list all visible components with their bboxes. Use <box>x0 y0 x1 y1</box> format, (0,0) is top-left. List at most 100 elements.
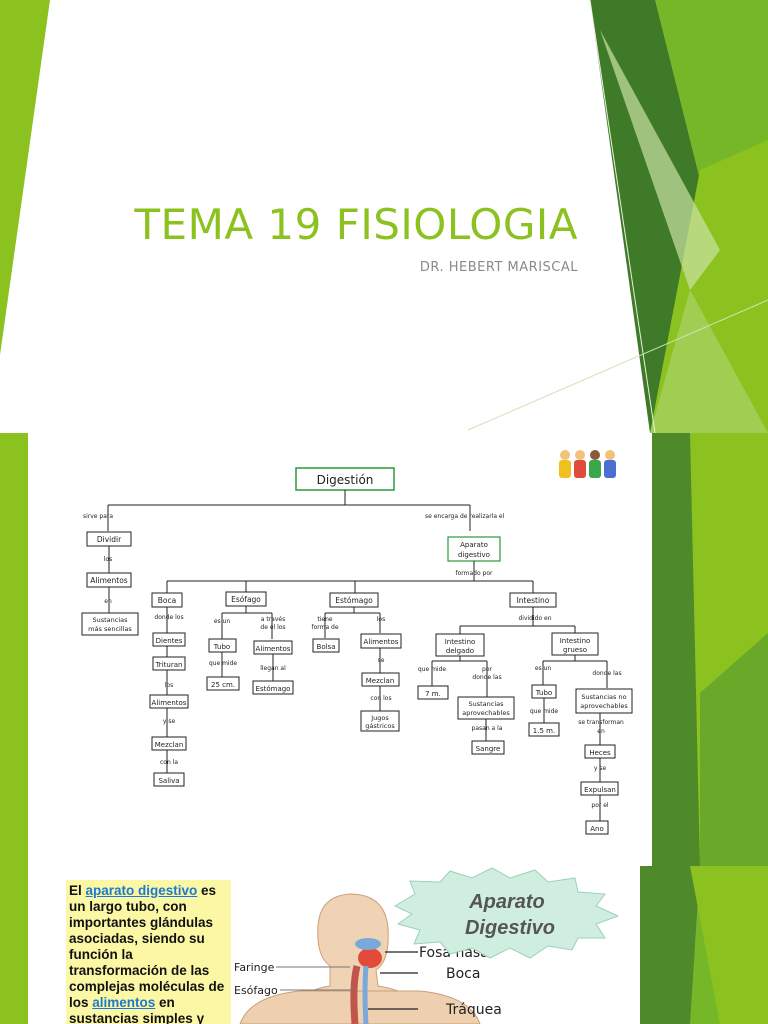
esofago-c1: es un <box>214 618 231 625</box>
node-estomago-label: Estómago <box>335 596 373 605</box>
connector-los: los <box>104 556 112 563</box>
anatomy-slide: Fosa nasal Boca Tráquea Faringe Esófago … <box>0 866 768 1024</box>
node-saliva <box>153 772 185 787</box>
grueso-c2: que mide <box>530 708 559 715</box>
body-silhouette-image <box>239 893 481 1024</box>
node-1-5m <box>528 722 560 737</box>
boca-c4: con la <box>160 759 178 766</box>
node-alimentos-boca-label: Alimentos <box>152 699 187 707</box>
node-trituran <box>152 656 186 671</box>
badge-line1: Aparato <box>468 891 545 913</box>
concept-map-slide: Digestión sirve para Dividir los Aliment… <box>0 433 768 866</box>
node-sust-noaprov-line2: aprovechables <box>580 702 628 710</box>
estomago-c3: se <box>378 657 385 664</box>
node-aparato-line2: digestivo <box>458 551 490 559</box>
label-faringe: Faringe <box>234 961 275 974</box>
node-ano-label: Ano <box>590 825 604 833</box>
alimentos-link[interactable]: alimentos <box>92 995 156 1010</box>
node-dividir-label: Dividir <box>97 535 122 544</box>
node-alimentos-label: Alimentos <box>90 576 128 585</box>
esofago-c2: que mide <box>209 660 238 667</box>
label-traquea: Tráquea <box>445 1002 502 1018</box>
node-25cm-label: 25 cm. <box>211 681 235 689</box>
label-esofago: Esófago <box>234 984 278 997</box>
node-intestino-label: Intestino <box>517 596 550 605</box>
digestion-concept-map: Digestión sirve para Dividir los Aliment… <box>81 450 633 835</box>
node-bolsa-label: Bolsa <box>317 643 336 651</box>
node-digestion-label: Digestión <box>317 473 374 487</box>
node-dientes-label: Dientes <box>156 637 183 645</box>
node-sust-aprov-line1: Sustancias <box>468 700 504 708</box>
node-sust-aprov-line2: aprovechables <box>462 709 510 717</box>
node-expulsan-label: Expulsan <box>584 786 616 794</box>
node-alimentos-esofago-label: Alimentos <box>256 645 291 653</box>
node-ano <box>585 820 609 835</box>
title-slide: TEMA 19 FISIOLOGIA DR. HEBERT MARISCAL <box>0 0 768 433</box>
children-icon <box>559 450 616 478</box>
estomago-c1-line1: tiene <box>317 616 333 623</box>
node-7m-label: 7 m. <box>425 690 441 698</box>
node-sustancias-line2: más sencillas <box>88 625 132 633</box>
node-sustancias-no-aprovechables <box>575 688 633 714</box>
right-green-facets <box>467 0 768 433</box>
label-boca: Boca <box>446 966 480 982</box>
node-mezclan-boca-label: Mezclan <box>155 741 184 749</box>
right-green-facets <box>640 866 768 1024</box>
node-aparato-digestivo <box>447 536 501 562</box>
connector-formado-por: formado por <box>456 570 494 577</box>
aparato-digestivo-badge: Aparato Digestivo <box>393 867 620 959</box>
delgado-c2-line2: donde las <box>472 674 501 681</box>
left-green-stripe <box>0 433 28 866</box>
card-text-1: El <box>69 883 86 898</box>
delgado-c3: pasan a la <box>472 725 503 732</box>
node-heces-label: Heces <box>589 749 611 757</box>
boca-c3: y se <box>163 718 176 725</box>
node-tubo-esofago-label: Tubo <box>213 643 230 651</box>
node-alimentos-estomago <box>360 633 402 649</box>
node-1-5m-label: 1.5 m. <box>533 727 555 735</box>
presentation-title: TEMA 19 FISIOLOGIA <box>134 200 578 249</box>
node-esofago-label: Esófago <box>231 595 261 604</box>
node-sust-noaprov-line1: Sustancias no <box>581 693 626 701</box>
node-grueso-line2: grueso <box>563 646 587 654</box>
node-grueso-line1: Intestino <box>560 637 591 645</box>
esofago-c3-line1: a través <box>261 616 285 623</box>
card-text-2: es un largo tubo, con importantes glándu… <box>69 883 225 1010</box>
esofago-c4: llegan al <box>260 665 286 672</box>
node-delgado-line2: delgado <box>446 647 474 655</box>
node-bolsa <box>312 638 340 653</box>
node-7m <box>417 685 449 700</box>
boca-c2: los <box>165 682 173 689</box>
badge-line2: Digestivo <box>465 917 555 939</box>
delgado-c1: que mide <box>418 666 447 673</box>
grueso-c5: y se <box>594 765 607 772</box>
grueso-c4-line1: se transforman <box>578 719 624 726</box>
digestive-anatomy-figure: Fosa nasal Boca Tráquea Faringe Esófago … <box>234 867 620 1024</box>
estomago-c2: los <box>377 616 385 623</box>
right-green-facets <box>652 433 768 866</box>
node-alimentos-boca <box>149 694 189 709</box>
node-mezclan-estomago-label: Mezclan <box>366 677 395 685</box>
estomago-c4: con los <box>370 695 391 702</box>
aparato-digestivo-link[interactable]: aparato digestivo <box>85 883 198 898</box>
node-mezclan-boca <box>151 736 187 751</box>
node-25cm <box>206 676 240 691</box>
node-sangre-label: Sangre <box>476 745 501 753</box>
node-tubo-grueso-label: Tubo <box>535 689 552 697</box>
node-estomago-dest <box>252 680 294 695</box>
node-sustancias-sencillas <box>81 612 139 636</box>
node-jugos-gastricos <box>360 710 400 732</box>
node-alimentos-estomago-label: Alimentos <box>364 638 399 646</box>
presenter-name: DR. HEBERT MARISCAL <box>419 260 578 275</box>
node-aparato-line1: Aparato <box>460 541 488 549</box>
connector-en: en <box>104 598 112 605</box>
esofago-c3-line2: de él los <box>260 624 285 631</box>
node-sustancias-line1: Sustancias <box>92 616 128 624</box>
grueso-c3: donde las <box>592 670 621 677</box>
node-saliva-label: Saliva <box>158 777 179 785</box>
node-jugos-line1: Jugos <box>370 714 389 722</box>
grueso-c6: por el <box>591 802 609 809</box>
delgado-c2-line1: por <box>482 666 492 673</box>
connector-se-encarga: se encarga de realizarla el <box>425 513 505 520</box>
node-estomago-dest-label: Estómago <box>256 685 291 693</box>
